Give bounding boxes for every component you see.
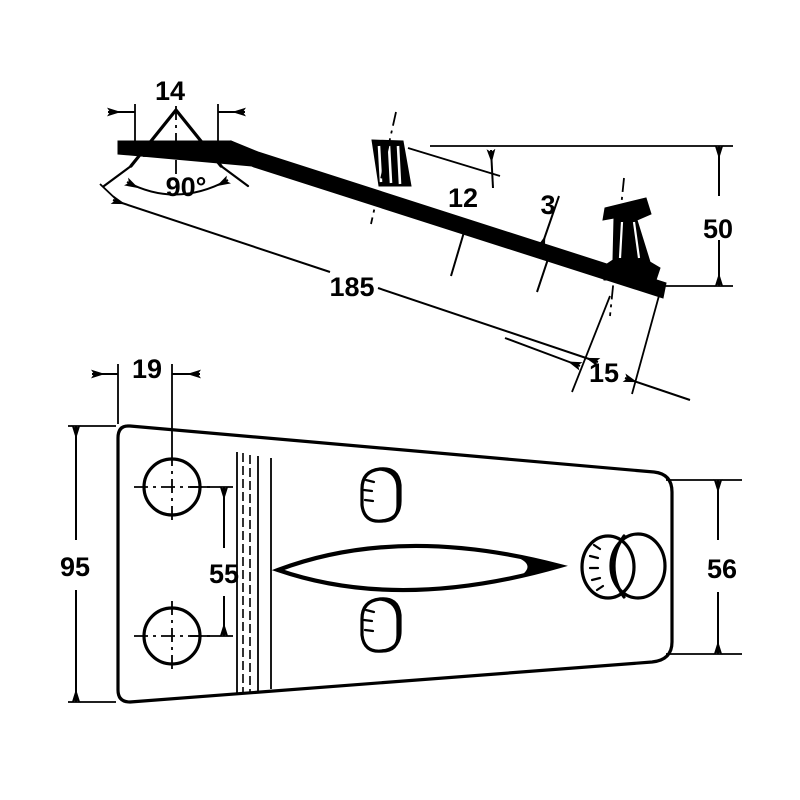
dimension-label-55: 55: [209, 559, 239, 589]
dimension-15: 15: [504, 291, 691, 401]
dimension-label-90: 90°: [166, 172, 207, 202]
lens-slot-tip: [519, 557, 564, 578]
boss-centerline: [370, 111, 397, 225]
dimension-55: 55: [190, 486, 239, 637]
dimension-label-15: 15: [589, 358, 619, 388]
dim185-line-a: [110, 195, 331, 273]
knob-knurl-marks: [588, 543, 605, 592]
dim15-arrow-right: [622, 373, 691, 401]
dim3-arrow-lower: [536, 247, 556, 293]
knob-back-disc: [580, 534, 636, 600]
boss-lower-rim: [378, 597, 400, 653]
dimension-3: 3: [536, 190, 560, 293]
dimension-12: 12: [407, 147, 501, 277]
boss-lower-outline: [360, 597, 402, 653]
dimension-95: 95: [60, 425, 116, 703]
boss-upper-knurl: [362, 478, 376, 503]
dim15-ext-left: [571, 295, 611, 393]
bar-incline-fill: [230, 140, 667, 299]
dim90-arc: [124, 175, 231, 196]
dimension-label-12: 12: [448, 183, 478, 213]
dimension-label-50: 50: [703, 214, 733, 244]
dimension-label-19: 19: [132, 354, 162, 384]
dimension-90deg: 90°: [124, 172, 231, 202]
vee-center-mark: [143, 106, 212, 184]
lens-slot: [271, 543, 568, 593]
dimension-label-95: 95: [60, 552, 90, 582]
dimension-56: 56: [666, 479, 742, 655]
dim185-line-b: [377, 287, 601, 367]
dim12-ext-upper: [407, 147, 501, 177]
dimension-19: 19: [91, 354, 201, 452]
small-boss-upper: [360, 467, 402, 523]
dim3-arrow-upper: [536, 195, 560, 251]
dimension-185: 185: [99, 183, 601, 367]
dimension-14: 14: [107, 76, 246, 152]
knurled-knob: [580, 532, 667, 600]
dimension-label-56: 56: [707, 554, 737, 584]
boss-lower-knurl: [362, 608, 376, 633]
dimension-50: 50: [430, 145, 733, 287]
vee-notch-leg-left: [102, 164, 133, 188]
boss-knurl-lines: [377, 145, 402, 185]
boss-upper-outline: [360, 467, 402, 523]
knob-front-disc: [609, 532, 667, 600]
cylindrical-boss: [370, 111, 412, 225]
dimension-label-3: 3: [540, 190, 555, 220]
boss-upper-rim: [378, 467, 400, 523]
dimension-label-14: 14: [155, 76, 185, 106]
plan-face-view: 19 95 55: [60, 354, 742, 704]
vee-notch-leg-right: [174, 108, 250, 188]
stud-taper-lines: [618, 221, 641, 259]
conical-stud: [600, 177, 661, 317]
knob-side-profile: [612, 534, 626, 599]
dim12-arrow-upper: [486, 148, 496, 189]
dimension-label-185: 185: [329, 272, 374, 302]
stud-centerline: [609, 177, 625, 317]
small-boss-lower: [360, 597, 402, 653]
dim15-arrow-left: [504, 337, 583, 371]
side-elevation-view: 14 90° 185: [99, 76, 733, 401]
dim12-arrow-lower: [450, 219, 472, 277]
bend-line-band: [236, 452, 272, 694]
